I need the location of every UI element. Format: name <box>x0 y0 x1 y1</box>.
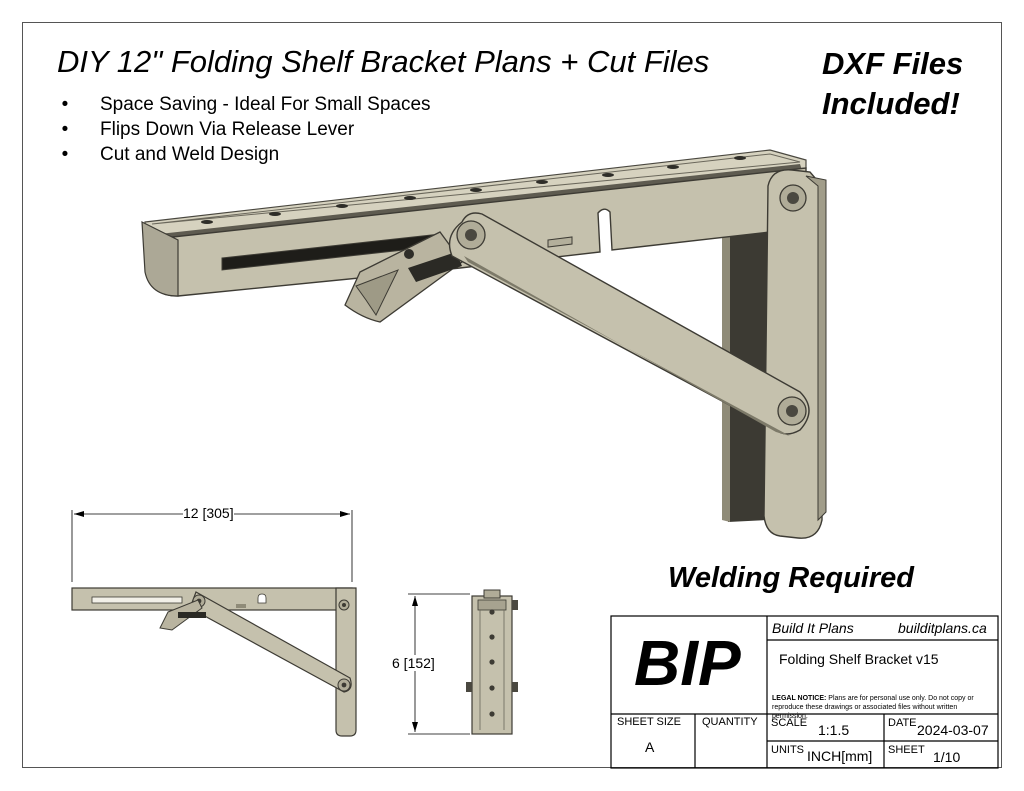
date-label: DATE <box>888 717 917 729</box>
title-block-grid <box>610 615 999 769</box>
units-value: INCH[mm] <box>807 748 873 764</box>
bullet-icon: • <box>61 94 69 115</box>
bracket-front-view <box>408 589 518 735</box>
height-dimension: 6 [152] <box>392 655 435 671</box>
dxf-notice-line1: DXF Files <box>822 46 964 81</box>
part-name: Folding Shelf Bracket v15 <box>779 651 939 667</box>
bracket-side-view <box>71 510 357 737</box>
bracket-3d-render <box>141 149 827 539</box>
quantity-label: QUANTITY <box>702 716 758 728</box>
bullet-icon: • <box>61 119 69 140</box>
date-value: 2024-03-07 <box>917 722 989 738</box>
units-label: UNITS <box>771 744 804 756</box>
width-dimension: 12 [305] <box>183 505 234 521</box>
sheet-value: 1/10 <box>933 749 961 765</box>
drawing-border <box>22 22 1002 768</box>
sheet-size-value: A <box>645 739 655 755</box>
sheet-label: SHEET <box>888 744 925 756</box>
dxf-notice-line2: Included! <box>822 86 960 121</box>
dxf-notice: DXF Files Included! <box>822 44 963 124</box>
sheet-size-label: SHEET SIZE <box>617 716 681 728</box>
legal-notice: LEGAL NOTICE: Plans are for personal use… <box>772 695 974 720</box>
welding-callout: Welding Required <box>668 562 914 594</box>
scale-label: SCALE <box>771 717 808 729</box>
company-website: builditplans.ca <box>898 620 987 636</box>
page-title: DIY 12" Folding Shelf Bracket Plans + Cu… <box>57 44 710 79</box>
bullet-icon: • <box>61 144 69 165</box>
bip-logo: BIP <box>634 627 741 699</box>
scale-value: 1:1.5 <box>818 722 850 738</box>
company-name: Build It Plans <box>772 620 854 636</box>
